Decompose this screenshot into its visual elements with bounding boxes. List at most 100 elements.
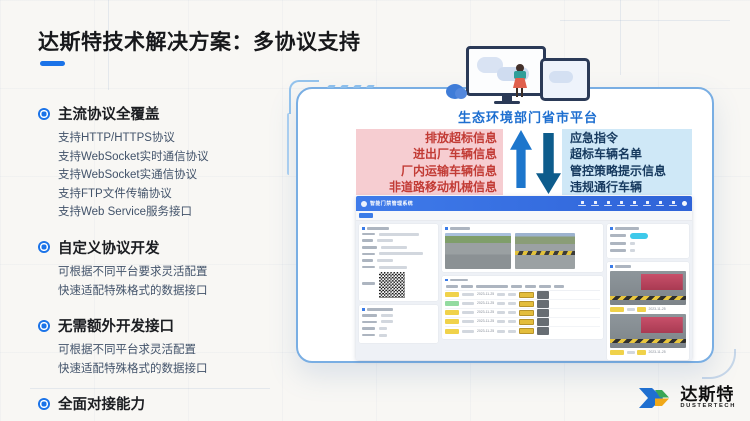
menu-item[interactable]	[630, 200, 638, 207]
table-row[interactable]: 2023-11-25	[445, 299, 600, 309]
table-row[interactable]: 2023-11-25	[445, 308, 600, 318]
plate-badge	[610, 349, 624, 355]
person-illustration	[512, 64, 528, 104]
card-title	[445, 227, 600, 230]
info-row	[362, 239, 435, 243]
platform-label: 生态环境部门省市平台	[457, 110, 598, 125]
status-badge-online	[630, 232, 648, 239]
record-date: 2023-11-25	[477, 301, 495, 306]
snapshot-meta: 2023-11-25	[610, 307, 686, 312]
menu-item[interactable]	[591, 200, 599, 207]
dashboard-right-column: 2023-11-25 2023-11-25	[607, 224, 689, 360]
plate-image	[519, 300, 535, 307]
feature-heading: 主流协议全覆盖	[58, 107, 160, 123]
info-row	[362, 333, 435, 337]
menu-item[interactable]	[656, 200, 664, 207]
dashboard-navbar: 智能门禁管理系统	[356, 196, 692, 211]
deco-line	[30, 388, 270, 389]
record-date: 2023-11-25	[477, 328, 495, 333]
platform-illustration	[446, 44, 590, 106]
vehicle-thumb	[537, 317, 550, 326]
feature-heading: 无需额外开发接口	[58, 319, 174, 336]
feature-lines: 可根据不同平台要求灵活配置 快速适配特殊格式的数据接口	[58, 263, 300, 300]
monitor-illustration	[466, 46, 546, 96]
download-item: 管控策略提示信息	[570, 163, 667, 178]
feature-line: 支持FTP文件传输协议	[58, 187, 172, 200]
snapshot-date: 2023-11-25	[648, 349, 666, 354]
table-row[interactable]: 2023-11-25	[445, 317, 600, 327]
feature-heading: 自定义协议开发	[58, 240, 160, 257]
status-badge	[445, 310, 459, 316]
deco-line	[108, 0, 109, 90]
menu-item[interactable]	[643, 200, 651, 207]
capture-snapshot-card: 2023-11-25 2023-11-25	[607, 262, 689, 360]
feature-section-custom: 自定义协议开发 可根据不同平台要求灵活配置 快速适配特殊格式的数据接口	[38, 237, 300, 300]
menu-item[interactable]	[578, 200, 586, 207]
card-title	[610, 265, 686, 268]
qr-row	[362, 270, 435, 301]
device-status-card	[607, 224, 689, 259]
status-badge	[445, 301, 459, 307]
back-button[interactable]	[359, 212, 373, 219]
feature-heading-row: 自定义协议开发	[38, 237, 300, 258]
menu-item[interactable]	[617, 200, 625, 207]
upload-item: 非道路移动机械信息	[388, 180, 497, 195]
feature-lines: 支持HTTP/HTTPS协议 支持WebSocket实时通信协议 支持WebSo…	[58, 129, 300, 222]
upload-item: 进出厂车辆信息	[412, 147, 497, 162]
camera-monitor-card	[442, 224, 603, 272]
pass-records-card: 2023-11-25 2023-11-25 2023-11-25 2023-11…	[442, 275, 603, 339]
dashboard-screenshot: 智能门禁管理系统	[356, 196, 692, 360]
dashboard-left-column	[359, 224, 438, 360]
up-arrow-icon	[510, 130, 532, 188]
bullet-radio-icon	[38, 241, 50, 254]
road-photo-barrier[interactable]	[515, 232, 575, 269]
feature-lines: 可根据不同平台求灵活配置 快速适配特殊格式的数据接口	[58, 341, 300, 378]
table-header	[445, 284, 600, 291]
bullet-radio-icon	[38, 319, 50, 332]
logo-arrow-icon	[639, 388, 670, 408]
upload-info-list: 排放超标信息 进出厂车辆信息 厂内运输车辆信息 非道路移动机械信息	[356, 129, 503, 195]
stats-card	[359, 305, 438, 344]
dashboard-menu	[578, 200, 687, 207]
record-date: 2023-11-25	[477, 310, 495, 315]
frame-slash-marks-top	[327, 85, 375, 88]
dashboard-logo-icon	[361, 200, 367, 207]
download-item: 超标车辆名单	[570, 147, 643, 162]
snapshot-meta: 2023-11-25	[610, 350, 686, 355]
status-badge	[445, 292, 459, 298]
avatar[interactable]	[682, 201, 687, 207]
vehicle-thumb	[537, 327, 550, 336]
feature-list: 主流协议全覆盖 支持HTTP/HTTPS协议 支持WebSocket实时通信协议…	[38, 103, 300, 421]
dashboard-body: 2023-11-25 2023-11-25 2023-11-25 2023-11…	[356, 221, 692, 360]
info-row	[610, 232, 686, 239]
status-badge	[445, 328, 459, 334]
dashboard-subbar	[356, 211, 692, 221]
bullet-radio-icon	[38, 397, 50, 410]
vehicle-snapshot[interactable]: 2023-11-25	[610, 313, 686, 355]
truck-photo	[610, 270, 686, 305]
road-photo[interactable]	[445, 232, 511, 269]
info-row	[362, 326, 435, 330]
menu-item[interactable]	[669, 200, 677, 207]
page-title: 达斯特技术解决方案：多协议支持	[38, 31, 361, 54]
vehicle-thumb	[537, 290, 550, 299]
feature-heading-row: 主流协议全覆盖	[38, 103, 300, 124]
plate-image	[519, 328, 535, 335]
deco-line	[620, 0, 621, 75]
vehicle-snapshot[interactable]: 2023-11-25	[610, 270, 686, 312]
table-row[interactable]: 2023-11-25	[445, 327, 600, 336]
frame-bracket-decoration	[287, 113, 291, 175]
menu-item[interactable]	[604, 200, 612, 207]
feature-section-integration: 全面对接能力 已实现与国家环保平台对接 已实现与各市环保平台对接	[38, 393, 300, 421]
download-info-list: 应急指令 超标车辆名单 管控策略提示信息 违规通行车辆	[562, 129, 692, 195]
feature-line: 支持HTTP/HTTPS协议	[58, 132, 175, 144]
download-item: 违规通行车辆	[570, 180, 643, 195]
feature-line: 支持Web Service服务接口	[58, 206, 192, 219]
info-row	[362, 245, 435, 249]
table-row[interactable]: 2023-11-25	[445, 290, 600, 300]
cloud-icon	[446, 84, 467, 99]
plate-image	[519, 318, 535, 325]
card-title	[610, 227, 686, 230]
feature-heading-row: 无需额外开发接口	[38, 315, 300, 336]
feature-section-protocols: 主流协议全覆盖 支持HTTP/HTTPS协议 支持WebSocket实时通信协议…	[38, 103, 300, 222]
